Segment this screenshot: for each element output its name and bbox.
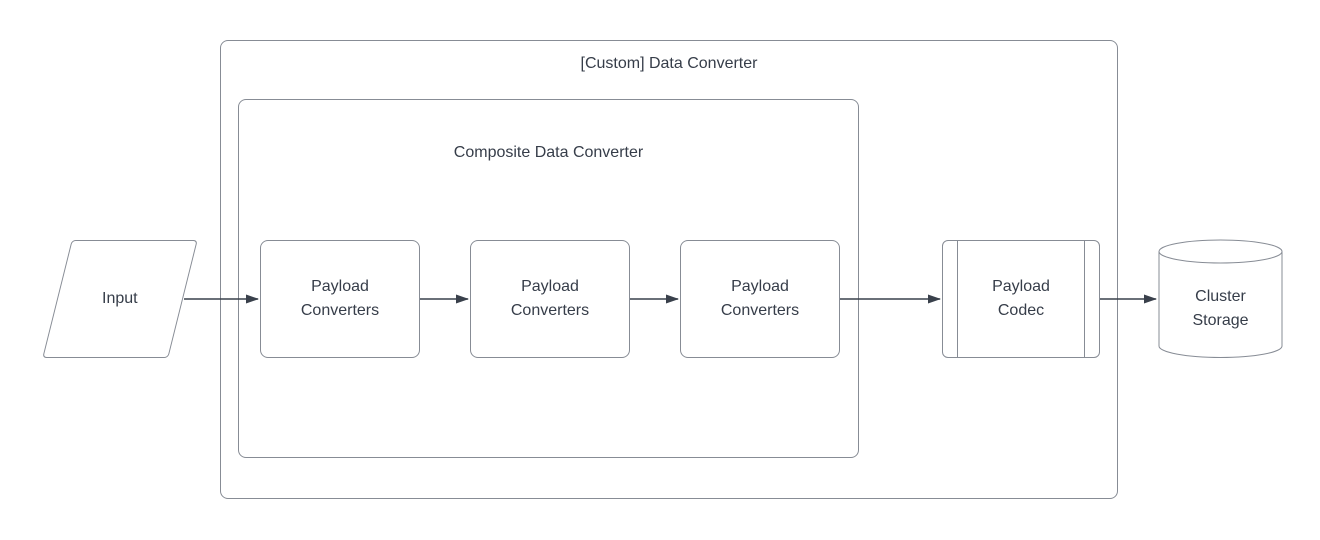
node-payload-converters-2: Payload Converters: [470, 240, 630, 358]
node-payload-converters-3: Payload Converters: [680, 240, 840, 358]
node-payload-converters-1: Payload Converters: [260, 240, 420, 358]
node-input: Input: [42, 240, 198, 358]
node-payload-codec: Payload Codec: [942, 240, 1100, 358]
input-label: Input: [102, 290, 138, 307]
payload-codec-label: Payload Codec: [992, 278, 1050, 319]
cluster-storage-label: Cluster Storage: [1192, 288, 1249, 329]
payload-converters-2-label: Payload Converters: [510, 278, 590, 319]
cylinder-shape: [1158, 239, 1283, 358]
node-cluster-storage: Cluster Storage: [1158, 239, 1283, 359]
codec-right-bar: [1084, 241, 1085, 357]
payload-converters-1-label: Payload Converters: [300, 278, 380, 319]
codec-left-bar: [957, 241, 958, 357]
payload-converters-3-label: Payload Converters: [720, 278, 800, 319]
composite-data-converter-label: Composite Data Converter: [453, 144, 644, 161]
container-composite-data-converter: Composite Data Converter: [238, 99, 859, 458]
container-custom-data-converter: [Custom] Data Converter: [220, 40, 1118, 499]
custom-data-converter-label: [Custom] Data Converter: [580, 55, 758, 72]
